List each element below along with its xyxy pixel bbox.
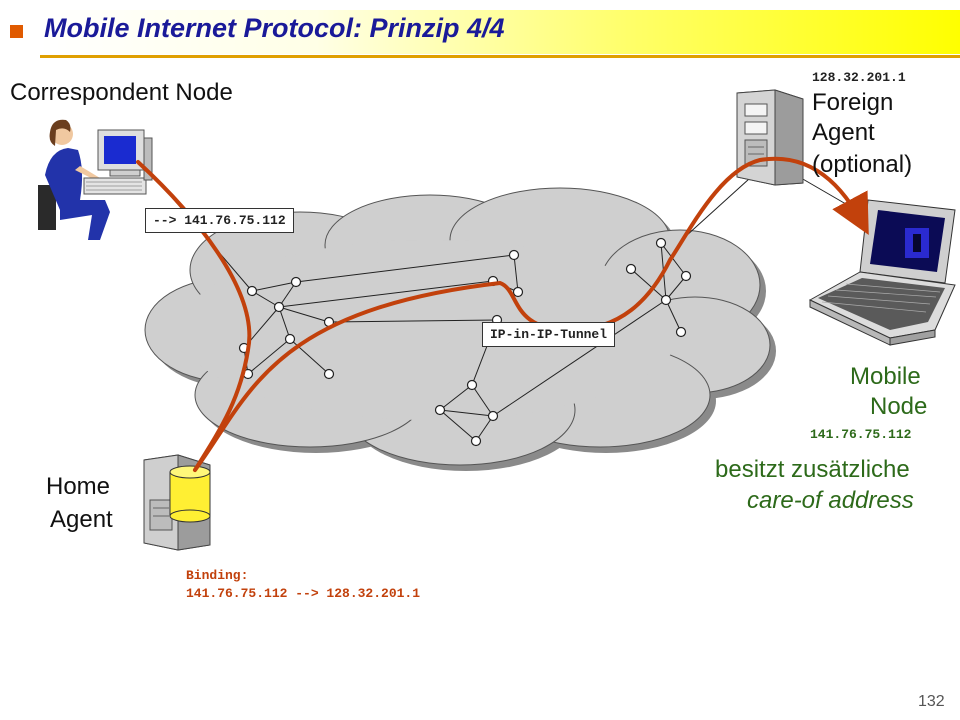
network-nodes (238, 237, 692, 447)
page-number: 132 (918, 693, 945, 710)
destination-address-label: --> 141.76.75.112 (145, 208, 294, 233)
foreign-agent-label-line2: Agent (812, 119, 875, 146)
database-icon (169, 465, 211, 523)
mobile-node-ip: 141.76.75.112 (810, 427, 912, 442)
internet-cloud (144, 187, 776, 471)
correspondent-computer-icon (38, 119, 153, 240)
care-of-note-line1: besitzt zusätzliche (715, 456, 910, 483)
foreign-agent-label-line3: (optional) (812, 151, 913, 178)
mobile-node-label-line2: Node (870, 393, 928, 420)
care-of-note-line2: care-of address (747, 487, 914, 514)
binding-label: Binding: (186, 568, 249, 583)
home-agent-label-line1: Home (46, 473, 111, 500)
home-agent-label-line2: Agent (50, 506, 113, 533)
title-background (40, 10, 960, 54)
foreign-agent-server-icon (736, 89, 804, 186)
mobile-node-label-line1: Mobile (850, 363, 921, 390)
title-underline (40, 55, 960, 58)
correspondent-node-label: Correspondent Node (10, 79, 233, 106)
tunnel-label: IP-in-IP-Tunnel (482, 322, 616, 347)
binding-mapping: 141.76.75.112 --> 128.32.201.1 (186, 586, 421, 601)
foreign-agent-label-line1: Foreign (812, 89, 894, 116)
title-bar: Mobile Internet Protocol: Prinzip 4/4 (0, 0, 960, 60)
page-title: Mobile Internet Protocol: Prinzip 4/4 (44, 13, 505, 43)
title-bullet-icon (10, 25, 23, 38)
foreign-agent-ip: 128.32.201.1 (812, 70, 906, 85)
mobile-node-laptop-icon (808, 199, 956, 346)
